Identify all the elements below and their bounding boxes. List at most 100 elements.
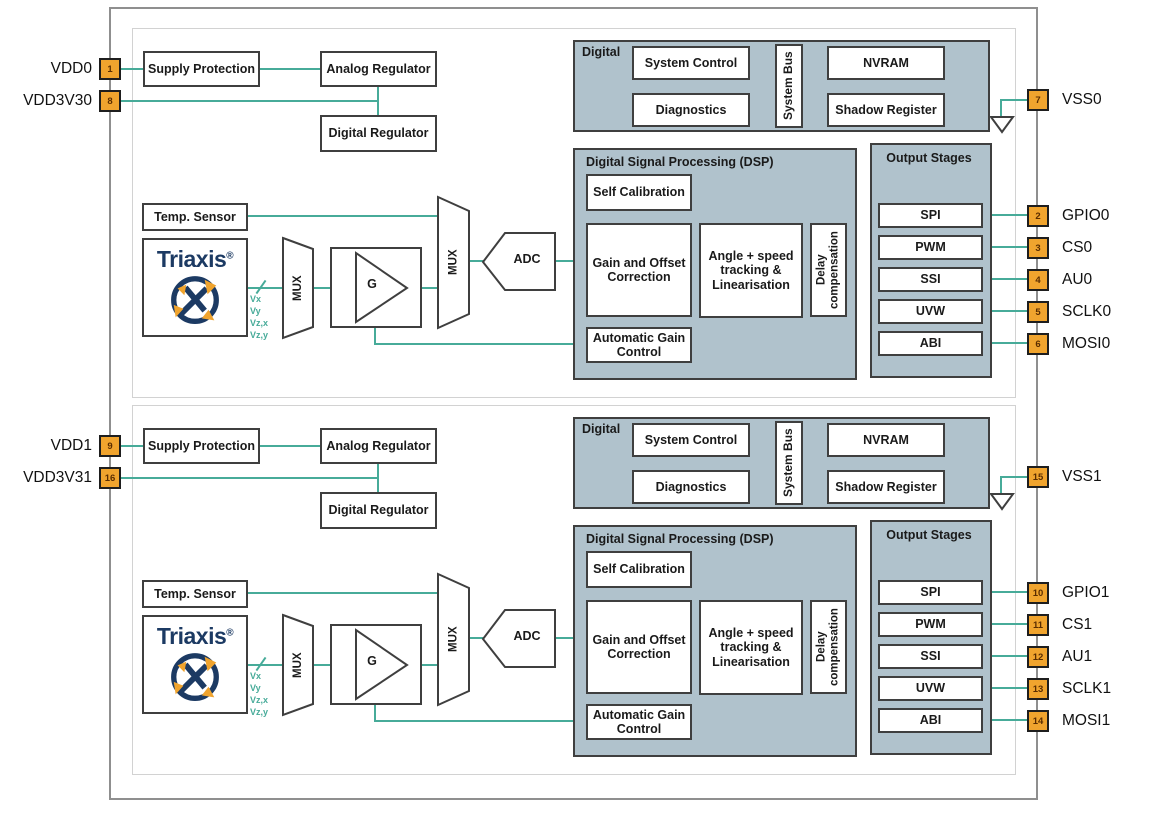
pin-label: AU0 <box>1062 271 1093 288</box>
mux2-label: MUX <box>447 249 460 276</box>
gain-label: G <box>367 654 377 668</box>
wire <box>246 287 284 289</box>
system-bus-block: System Bus <box>775 421 803 505</box>
wire <box>1001 99 1029 101</box>
wire <box>246 215 438 217</box>
digital-regulator-block: Digital Regulator <box>320 492 437 529</box>
self-calibration-block: Self Calibration <box>586 174 692 211</box>
signal-label: Vx <box>250 294 262 304</box>
dsp-block-title: Digital Signal Processing (DSP) <box>586 155 774 169</box>
wire <box>258 68 320 70</box>
pin-square: 6 <box>1027 333 1049 355</box>
automatic-gain-control-block: Automatic Gain Control <box>586 704 692 740</box>
pin-number: 7 <box>1035 94 1041 106</box>
wire <box>374 704 376 722</box>
channel-1: 9 16 VDD1 VDD3V31 15 VSS1 10 11 12 13 14… <box>0 377 1149 777</box>
signal-label: Vz,x <box>250 318 269 328</box>
pin-square: 13 <box>1027 678 1049 700</box>
pin-label: SCLK1 <box>1062 680 1112 697</box>
pin-number: 15 <box>1032 471 1044 483</box>
output-stage-abi: ABI <box>878 708 983 733</box>
pin-number: 4 <box>1035 274 1041 286</box>
dsp-block-title: Digital Signal Processing (DSP) <box>586 532 774 546</box>
wire <box>981 246 1027 248</box>
nvram-block: NVRAM <box>827 46 945 80</box>
pin-square: 12 <box>1027 646 1049 668</box>
wire <box>981 342 1027 344</box>
pin-square: 4 <box>1027 269 1049 291</box>
temp-sensor-block: Temp. Sensor <box>142 203 248 231</box>
adc-label: ADC <box>513 629 541 643</box>
triaxis-sensor-block: Triaxis® <box>142 615 248 714</box>
pin-label: AU1 <box>1062 648 1093 665</box>
pin-square: 3 <box>1027 237 1049 259</box>
pin-number: 2 <box>1035 210 1041 222</box>
supply-protection-block: Supply Protection <box>143 51 260 87</box>
adc-label: ADC <box>513 252 541 266</box>
die-outline <box>132 405 1016 775</box>
wire <box>1000 99 1002 118</box>
wire <box>258 445 320 447</box>
pin-label: VSS0 <box>1062 91 1102 108</box>
nvram-block: NVRAM <box>827 423 945 457</box>
pin-square: 7 <box>1027 89 1049 111</box>
analog-regulator-block: Analog Regulator <box>320 51 437 87</box>
pin-label: VDD3V30 <box>23 92 92 109</box>
wire <box>374 343 588 345</box>
pin-square: 5 <box>1027 301 1049 323</box>
pin-number: 3 <box>1035 242 1041 254</box>
pin-label: MOSI1 <box>1062 712 1111 729</box>
wire <box>121 445 145 447</box>
gain-offset-block: Gain and Offset Correction <box>586 600 692 694</box>
temp-sensor-block: Temp. Sensor <box>142 580 248 608</box>
wire <box>981 719 1027 721</box>
analog-regulator-block: Analog Regulator <box>320 428 437 464</box>
output-stage-uvw: UVW <box>878 676 983 701</box>
pin-label: VDD0 <box>50 60 92 77</box>
pin-square: 11 <box>1027 614 1049 636</box>
triaxis-logo-icon <box>171 652 219 701</box>
automatic-gain-control-block: Automatic Gain Control <box>586 327 692 363</box>
wire <box>313 664 332 666</box>
gain-offset-block: Gain and Offset Correction <box>586 223 692 317</box>
signal-label: Vy <box>250 306 261 316</box>
wire <box>374 720 588 722</box>
wire <box>121 68 145 70</box>
wire <box>374 327 376 345</box>
output-stage-uvw: UVW <box>878 299 983 324</box>
delay-compensation-block: Delay compensation <box>810 223 847 317</box>
wire <box>420 287 440 289</box>
output-stage-abi: ABI <box>878 331 983 356</box>
pin-square: 14 <box>1027 710 1049 732</box>
pin-number: 6 <box>1035 338 1041 350</box>
wire <box>555 637 588 639</box>
mux1-label: MUX <box>292 275 304 301</box>
pin-square: 2 <box>1027 205 1049 227</box>
pin-number: 13 <box>1032 683 1044 695</box>
signal-label: Vz,y <box>250 707 269 717</box>
die-outline <box>132 28 1016 398</box>
pin-label: VDD1 <box>50 437 92 454</box>
wire <box>981 278 1027 280</box>
diagnostics-block: Diagnostics <box>632 470 750 504</box>
angle-speed-block: Angle + speed tracking & Linearisation <box>699 223 803 318</box>
delay-compensation-block: Delay compensation <box>810 600 847 694</box>
digital-block-title: Digital <box>582 45 621 59</box>
triaxis-logo-icon <box>171 275 219 324</box>
supply-protection-block: Supply Protection <box>143 428 260 464</box>
mux2-label: MUX <box>447 626 460 653</box>
gain-label: G <box>367 277 377 291</box>
wire <box>981 591 1027 593</box>
wire <box>313 287 332 289</box>
output-stage-spi: SPI <box>878 580 983 605</box>
wire <box>469 637 485 639</box>
pin-number: 8 <box>107 95 113 107</box>
pin-number: 11 <box>1032 619 1044 631</box>
pin-label: GPIO0 <box>1062 207 1110 224</box>
pin-number: 1 <box>107 63 113 75</box>
digital-block-title: Digital <box>582 422 621 436</box>
pin-square: 15 <box>1027 466 1049 488</box>
signal-label: Vz,x <box>250 695 269 705</box>
system-control-block: System Control <box>632 423 750 457</box>
